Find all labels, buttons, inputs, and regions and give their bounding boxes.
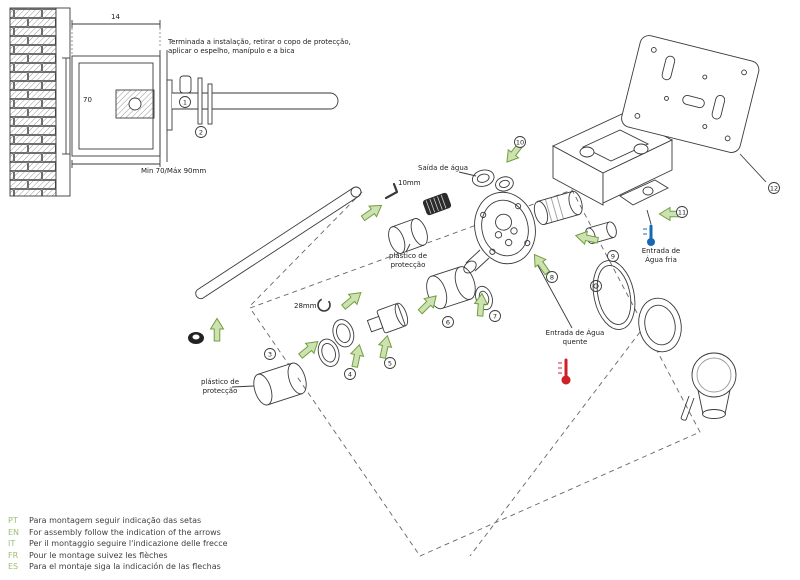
cover-sleeve (426, 266, 476, 310)
wall-section-inset (9, 7, 339, 197)
snap-ring-28mm (317, 298, 331, 312)
legend-text-it: Per il montaggio seguire l'indicazione d… (29, 539, 228, 548)
rubber-ring (188, 332, 204, 344)
svg-text:8: 8 (550, 274, 554, 282)
legend-lang-en: EN (8, 527, 20, 537)
language-legend: PT Para montagem seguir indicação das se… (8, 516, 228, 573)
callout-7: 7 (489, 310, 501, 322)
handle-knob (680, 352, 737, 421)
dimension-depth: Min 70/Máx 90mm (140, 167, 208, 175)
label-allen-key-size: 10mm (398, 179, 421, 187)
legend-row-pt: PT Para montagem seguir indicação das se… (8, 516, 228, 527)
svg-text:1: 1 (183, 99, 187, 107)
spout-part-small (207, 83, 213, 125)
legend-row-fr: FR Pour le montage suivez les flèches (8, 551, 228, 562)
callout-12: 12 (768, 182, 780, 194)
protection-cup-lower (253, 362, 307, 406)
legend-row-it: IT Per il montaggio seguire l'indicazion… (8, 539, 228, 550)
svg-text:5: 5 (388, 360, 392, 368)
allen-key-icon (384, 182, 399, 200)
cold-water-icon (643, 224, 655, 246)
label-water-outlet: Saída de água (418, 164, 469, 172)
callout-11: 11 (676, 206, 688, 218)
legend-lang-it: IT (8, 539, 16, 548)
mounting-plate (621, 35, 760, 153)
mixer-body (474, 191, 536, 265)
installed-spout (172, 92, 339, 110)
callout-10: 10 (514, 136, 526, 148)
label-cold-water-inlet: Entrada de Água fria (641, 247, 681, 265)
svg-text:9: 9 (611, 253, 615, 261)
body-connector (533, 190, 583, 226)
hot-water-icon (558, 358, 571, 385)
callout-5: 5 (384, 357, 396, 369)
callout-6: 6 (442, 316, 454, 328)
label-protective-plastic-top: plástico de protecção (388, 252, 428, 270)
callout-3: 3 (264, 348, 276, 360)
svg-text:12: 12 (770, 185, 778, 193)
legend-lang-es: ES (8, 562, 19, 571)
handle-part-small (179, 75, 192, 94)
label-protective-plastic-bottom: plástico de protecção (200, 378, 240, 396)
threaded-nipple (422, 192, 452, 216)
screw-cap (590, 280, 602, 292)
dimension-height: 70 (82, 96, 93, 104)
exploded-view: 1 2 3 4 5 6 7 8 9 10 11 12 (179, 35, 780, 557)
wall-escutcheon (166, 79, 173, 131)
installation-note: Terminada a instalação, retirar o copo d… (168, 38, 351, 56)
callout-1: 1 (179, 96, 191, 108)
handle-escutcheon (638, 297, 682, 353)
body-outlet-stub (463, 249, 490, 274)
label-clip-size: 28mm (294, 302, 317, 310)
mirror-plate-small (197, 77, 203, 125)
legend-row-es: ES Para el montaje siga la indicación de… (8, 562, 228, 573)
cartridge (366, 302, 409, 334)
legend-text-en: For assembly follow the indication of th… (29, 527, 221, 537)
dimension-width: 14 (110, 13, 121, 21)
assembly-boundary (249, 189, 701, 557)
spout-tube (195, 186, 362, 300)
callout-2: 2 (195, 126, 207, 138)
svg-text:11: 11 (678, 209, 686, 217)
callouts: 1 2 3 4 5 6 7 8 9 10 11 12 (179, 96, 780, 380)
svg-text:6: 6 (446, 319, 450, 327)
protection-cup-upper (388, 218, 428, 254)
svg-text:2: 2 (199, 129, 203, 137)
outlet-rings (471, 169, 514, 192)
svg-text:4: 4 (348, 371, 352, 379)
legend-text-fr: Pour le montage suivez les flèches (29, 550, 168, 560)
label-hot-water-inlet: Entrada de Água quente (545, 329, 605, 347)
legend-lang-fr: FR (8, 550, 19, 560)
round-cover-plate (592, 260, 636, 330)
brick-wall (9, 7, 57, 197)
svg-text:7: 7 (493, 313, 497, 321)
legend-lang-pt: PT (8, 516, 18, 525)
callout-4: 4 (344, 368, 356, 380)
svg-text:3: 3 (268, 351, 272, 359)
trim-rings (317, 319, 355, 367)
legend-text-es: Para el montaje siga la indicación de la… (29, 562, 221, 571)
legend-text-pt: Para montagem seguir indicação das setas (29, 516, 202, 525)
svg-text:10: 10 (516, 139, 524, 147)
callout-8: 8 (546, 271, 558, 283)
legend-row-en: EN For assembly follow the indication of… (8, 528, 228, 539)
callout-9: 9 (607, 250, 619, 262)
